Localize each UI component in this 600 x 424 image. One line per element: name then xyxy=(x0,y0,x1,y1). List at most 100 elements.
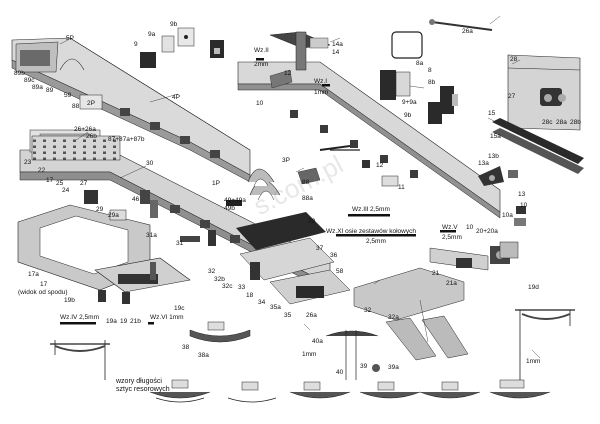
part-26-plate xyxy=(31,135,121,161)
label-27b: 27 xyxy=(508,93,516,100)
part-26a-28 xyxy=(429,19,581,131)
label-26b: 26b xyxy=(86,133,97,140)
label-9-9a: 9+9a xyxy=(402,99,417,106)
label-35: 35 xyxy=(284,312,292,319)
label-88: 88 xyxy=(72,103,80,110)
label-sztyc: sztyc resorowych xyxy=(116,386,170,393)
leader-lines xyxy=(59,15,541,359)
label-1mm-a: 1mm xyxy=(314,89,329,96)
label-9: 9 xyxy=(134,41,138,48)
side-frame-right xyxy=(237,61,501,219)
label-3p: 3P xyxy=(282,157,290,164)
part-14 xyxy=(269,31,331,71)
label-10c: 10 xyxy=(520,202,528,209)
label-10b: 10 xyxy=(466,224,474,231)
label-49: 49+49a xyxy=(224,197,246,204)
label-21a: 21a xyxy=(446,280,457,287)
label-39a: 39a xyxy=(388,364,399,371)
part-31-group xyxy=(180,230,260,280)
parts-9-group xyxy=(140,27,224,68)
label-39b: 39 xyxy=(360,363,368,370)
label-19: 19 xyxy=(120,318,128,325)
label-15a: 15a xyxy=(490,133,501,140)
label-14: 14 xyxy=(332,49,340,56)
label-8b: 8b xyxy=(428,79,436,86)
label-28b: 28b xyxy=(570,119,581,126)
label-1mm-c: 1mm xyxy=(526,358,541,365)
label-12b: 12 xyxy=(376,162,384,169)
label-widok: (widok od spodu) xyxy=(18,289,68,296)
label-28c: 28c xyxy=(542,119,553,126)
label-1p: 1P xyxy=(212,180,220,187)
label-9b-lower: 9b xyxy=(404,112,412,119)
label-wz6: Wz.VI 1mm xyxy=(150,314,184,321)
label-37: 37 xyxy=(316,245,324,252)
scale-bars xyxy=(60,58,456,325)
label-17: 17 xyxy=(46,177,54,184)
label-13b: 13b xyxy=(488,153,499,160)
label-2mm: 2mm xyxy=(254,61,269,68)
label-21b: 21b xyxy=(130,318,141,325)
label-9b: 9b xyxy=(170,21,178,28)
part-32-plate xyxy=(353,267,469,361)
label-25: 25 xyxy=(56,180,64,187)
label-wz4: Wz.IV 2,5mm xyxy=(60,314,100,321)
label-38: 38 xyxy=(182,344,190,351)
label-46: 46 xyxy=(132,196,140,203)
label-32a: 32a xyxy=(388,314,399,321)
label-28: 28 xyxy=(510,56,518,63)
label-1mm-b: 1mm xyxy=(302,351,317,358)
label-18: 18 xyxy=(246,292,254,299)
label-22: 22 xyxy=(38,167,46,174)
label-40: 40 xyxy=(336,369,344,376)
label-87: 87+87a+87b xyxy=(108,136,145,143)
part-39-axle xyxy=(319,145,351,151)
label-17b: 17 xyxy=(40,281,48,288)
label-30: 30 xyxy=(146,160,154,167)
label-wz2: Wz.II xyxy=(254,47,269,54)
label-8a: 8a xyxy=(416,60,424,67)
label-19c: 19c xyxy=(174,305,185,312)
part-13 xyxy=(478,166,518,186)
part-15 xyxy=(492,118,584,174)
label-27: 27 xyxy=(80,180,88,187)
label-29a: 29a xyxy=(108,212,119,219)
label-2p: 2P xyxy=(87,100,95,107)
label-10a: 10 xyxy=(256,100,264,107)
label-38a: 38a xyxy=(198,352,209,359)
label-39: 39 xyxy=(308,218,316,225)
label-88b: 88 xyxy=(302,179,310,186)
label-5p: 5P xyxy=(66,35,74,42)
part-20-box xyxy=(499,241,519,259)
label-58: 58 xyxy=(336,268,344,275)
label-89a: 89a xyxy=(32,84,43,91)
label-89c: 89c xyxy=(24,77,35,84)
label-20-20a: 20+20a xyxy=(476,228,498,235)
label-2-5mm-b: 2,5mm xyxy=(366,238,386,245)
label-40a: 40a xyxy=(312,338,323,345)
label-24: 24 xyxy=(62,187,70,194)
part-37-frame xyxy=(236,212,351,305)
label-4p: 4P xyxy=(172,94,180,101)
label-36: 36 xyxy=(330,252,338,259)
label-29: 29 xyxy=(96,206,104,213)
label-26a-lower: 26a xyxy=(306,312,317,319)
label-32-d: 32 xyxy=(364,307,372,314)
label-31: 31 xyxy=(176,240,184,247)
label-wzory: wzory długości xyxy=(116,378,162,385)
label-31a: 31a xyxy=(146,232,157,239)
label-12a: 12 xyxy=(284,70,292,77)
label-88a: 88a xyxy=(302,195,313,202)
part-1p-group xyxy=(226,167,321,206)
part-10 xyxy=(514,206,526,226)
label-26-26a: 26+26a xyxy=(74,126,96,133)
leaf-spring-row xyxy=(50,309,575,403)
label-21: 21 xyxy=(432,270,440,277)
label-14a: 14a xyxy=(332,41,343,48)
label-2-5mm-a: 2,5mm xyxy=(370,206,390,213)
label-28a: 28a xyxy=(556,119,567,126)
label-15: 15 xyxy=(488,110,496,117)
label-23: 23 xyxy=(24,159,32,166)
